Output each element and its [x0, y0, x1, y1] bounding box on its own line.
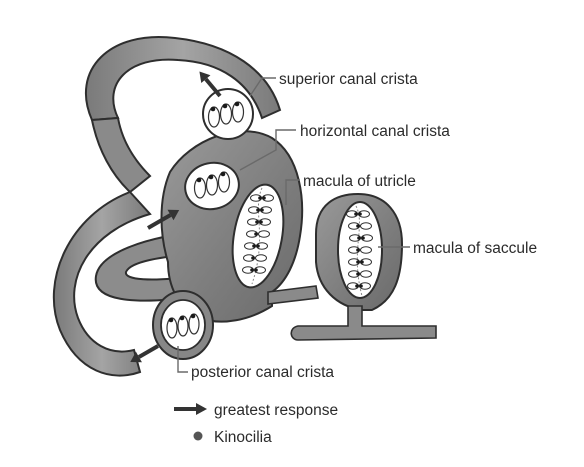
superior-canal-limb: [90, 116, 152, 194]
response-arrows: [130, 71, 222, 363]
kinocilium-dot: [355, 284, 359, 288]
legend-dot-label: Kinocilia: [214, 429, 272, 446]
kinocilium-dot: [250, 268, 254, 272]
leader-lines: [177, 77, 410, 373]
kinocilium-dot: [354, 212, 358, 216]
label-superior-canal-crista: superior canal crista: [279, 71, 418, 88]
kinocilium-dot: [256, 244, 260, 248]
kinocilium-dot: [256, 208, 260, 212]
kinocilium-dot: [260, 208, 264, 212]
kinocilium-dot: [251, 256, 255, 260]
legend: greatest response Kinocilia: [174, 402, 338, 446]
kinocilia-dots: [210, 101, 240, 112]
dot-icon: [193, 431, 203, 441]
kinocilium-dot: [254, 268, 258, 272]
kinocilium-dot: [358, 212, 362, 216]
label-macula-of-saccule: macula of saccule: [413, 240, 537, 257]
saccule-macula: [337, 201, 383, 299]
label-horizontal-canal-crista: horizontal canal crista: [300, 123, 450, 140]
label-macula-of-utricle: macula of utricle: [303, 173, 416, 190]
reuniens-duct: [290, 305, 437, 341]
hair-cell: [360, 246, 372, 254]
kinocilium-dot: [262, 196, 266, 200]
kinocilium-dot: [357, 236, 361, 240]
utriculosaccular-duct: [267, 285, 319, 305]
superior-arrow: [199, 71, 222, 98]
superior-crista: [202, 88, 254, 140]
utricle-macula: [231, 183, 285, 289]
hair-cell: [258, 230, 270, 238]
kinocilium-dot: [255, 220, 259, 224]
posterior-canal: [52, 190, 152, 377]
kinocilium-dot: [356, 272, 360, 276]
posterior-arrow: [130, 344, 159, 363]
superior-canal: [85, 36, 282, 122]
kinocilium-dot: [359, 284, 363, 288]
kinocilium-dot: [254, 232, 258, 236]
kinocilium-dot: [360, 260, 364, 264]
arrow-right-icon: [174, 403, 207, 415]
horizontal-arrow: [147, 209, 180, 230]
hair-cell: [255, 254, 267, 262]
kinocilium-dot: [252, 244, 256, 248]
kinocilium-dot: [361, 236, 365, 240]
saccule-hair-cells: [346, 210, 373, 290]
hair-cell: [360, 222, 372, 230]
kinocilium-dot: [356, 224, 360, 228]
utricle-hair-cells: [242, 194, 274, 274]
legend-arrow-label: greatest response: [214, 402, 338, 419]
horizontal-crista: [184, 161, 240, 211]
label-posterior-canal-crista: posterior canal crista: [191, 364, 334, 381]
kinocilium-dot: [258, 196, 262, 200]
kinocilium-dot: [259, 220, 263, 224]
posterior-crista: [160, 299, 206, 351]
kinocilium-dot: [356, 248, 360, 252]
hair-cell: [360, 270, 372, 278]
kinocilium-dot: [356, 260, 360, 264]
